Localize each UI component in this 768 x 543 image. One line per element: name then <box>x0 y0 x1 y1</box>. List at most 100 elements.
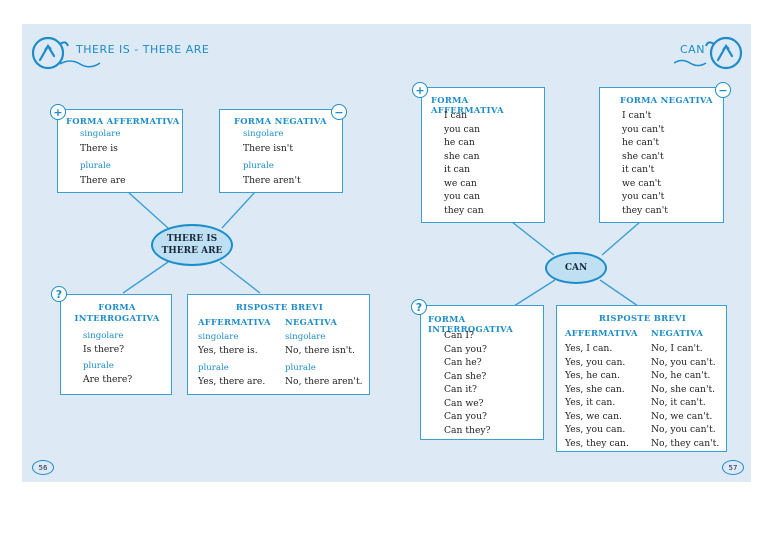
form-list: Can I? Can you? Can he? Can she? Can it?… <box>444 330 491 438</box>
plural-label: plurale <box>198 363 229 373</box>
plural-form: There aren't <box>243 175 301 186</box>
col-affirmative-header: AFFERMATIVA <box>198 317 271 327</box>
plural-label: plurale <box>243 161 274 171</box>
singular-form: There is <box>80 143 118 154</box>
list-item: Yes, they can. <box>565 437 629 449</box>
answers-affirmative-list: Yes, I can. Yes, you can. Yes, he can. Y… <box>565 343 629 451</box>
list-item: Can she? <box>444 370 487 382</box>
node-line: THERE ARE <box>161 246 223 256</box>
list-item: No, it can't. <box>651 397 706 408</box>
box-heading: RISPOSTE BREVI <box>235 302 324 312</box>
plural-label: plurale <box>285 363 316 373</box>
plural-form: There are <box>80 175 126 186</box>
list-item: it can <box>444 164 471 175</box>
logo-mark-icon <box>704 32 746 78</box>
minus-icon: − <box>331 104 347 120</box>
page-title-left: THERE IS - THERE ARE <box>76 43 210 56</box>
col-affirmative-header: AFFERMATIVA <box>565 328 638 338</box>
answer-cell: No, there isn't. <box>285 345 355 356</box>
list-item: we can't <box>622 177 661 189</box>
singular-label: singolare <box>243 129 284 139</box>
list-item: I can't <box>622 110 652 121</box>
connector-line <box>513 279 556 307</box>
singular-label: singolare <box>198 332 239 342</box>
minus-icon: − <box>715 82 731 98</box>
answer-cell: Yes, there is. <box>198 345 258 356</box>
connector-line <box>599 279 639 307</box>
there-negative-box: FORMA NEGATIVA singolare There isn't plu… <box>219 109 343 193</box>
col-negative-header: NEGATIVA <box>651 328 704 338</box>
list-item: No, he can't. <box>651 370 711 381</box>
list-item: it can't <box>622 164 655 175</box>
connector-line <box>127 191 169 229</box>
list-item: he can't <box>622 137 660 148</box>
list-item: we can <box>444 177 477 189</box>
can-negative-box: FORMA NEGATIVA I can't you can't he can'… <box>599 87 724 223</box>
answer-cell: Yes, there are. <box>198 376 266 387</box>
list-item: Yes, he can. <box>565 370 620 381</box>
list-item: No, they can't. <box>651 437 720 449</box>
box-heading: FORMA NEGATIVA <box>620 95 713 105</box>
plus-icon: + <box>412 82 428 98</box>
list-item: Can we? <box>444 397 484 409</box>
list-item: he can <box>444 137 475 148</box>
list-item: No, we can't. <box>651 410 713 422</box>
there-short-answers-box: RISPOSTE BREVI AFFERMATIVA NEGATIVA sing… <box>187 294 370 395</box>
box-heading: FORMA AFFERMATIVA <box>431 95 504 115</box>
form-list: I can't you can't he can't she can't it … <box>622 110 668 218</box>
question-icon: ? <box>51 286 67 302</box>
page-number-right: 57 <box>722 460 744 475</box>
list-item: Can he? <box>444 357 482 368</box>
question-icon: ? <box>411 299 427 315</box>
there-interrogative-box: FORMA INTERROGATIVA singolare Is there? … <box>60 294 172 395</box>
connector-line <box>511 221 555 256</box>
connector-line <box>219 261 261 294</box>
node-line: CAN <box>564 263 588 273</box>
list-item: Yes, she can. <box>565 383 625 395</box>
page-number-left: 56 <box>32 460 54 475</box>
list-item: Can you? <box>444 411 487 422</box>
list-item: Yes, it can. <box>565 397 616 408</box>
title-underline-icon <box>673 59 707 67</box>
singular-form: There isn't <box>243 143 294 154</box>
list-item: she can <box>444 150 480 162</box>
singular-label: singolare <box>83 331 124 341</box>
singular-label: singolare <box>80 129 121 139</box>
list-item: No, she can't. <box>651 383 716 395</box>
list-item: I can <box>444 110 468 121</box>
list-item: you can <box>444 191 481 202</box>
list-item: Yes, you can. <box>565 424 626 435</box>
plural-label: plurale <box>83 361 114 371</box>
can-interrogative-box: FORMA INTERROGATIVA Can I? Can you? Can … <box>420 305 544 440</box>
list-item: she can't <box>622 150 664 162</box>
answer-cell: No, there aren't. <box>285 376 363 387</box>
logo-mark-icon <box>28 32 70 78</box>
connector-line <box>221 191 256 229</box>
list-item: they can't <box>622 204 668 216</box>
plural-label: plurale <box>80 161 111 171</box>
can-affirmative-box: FORMA AFFERMATIVA I can you can he can s… <box>421 87 545 223</box>
title-underline-icon <box>59 60 101 68</box>
box-heading: RISPOSTE BREVI <box>598 313 687 323</box>
box-heading: FORMA AFFERMATIVA <box>66 116 180 126</box>
there-affirmative-box: FORMA AFFERMATIVA singolare There is plu… <box>57 109 183 193</box>
list-item: Can you? <box>444 343 487 355</box>
page-title-right: CAN <box>680 43 705 56</box>
box-heading: FORMA NEGATIVA <box>234 116 327 126</box>
form-list: I can you can he can she can it can we c… <box>444 110 484 218</box>
connector-line <box>122 261 169 294</box>
col-negative-header: NEGATIVA <box>285 317 338 327</box>
box-heading: INTERROGATIVA <box>74 313 160 323</box>
list-item: you can <box>444 123 481 135</box>
singular-form: Is there? <box>83 344 125 355</box>
plus-icon: + <box>50 104 66 120</box>
list-item: Yes, you can. <box>565 356 626 368</box>
list-item: Can they? <box>444 424 491 436</box>
plural-form: Are there? <box>83 374 133 385</box>
list-item: No, you can't. <box>651 424 716 435</box>
list-item: Can it? <box>444 384 477 395</box>
can-short-answers-box: RISPOSTE BREVI AFFERMATIVA NEGATIVA Yes,… <box>556 305 727 452</box>
box-heading: FORMA INTERROGATIVA <box>428 314 513 334</box>
